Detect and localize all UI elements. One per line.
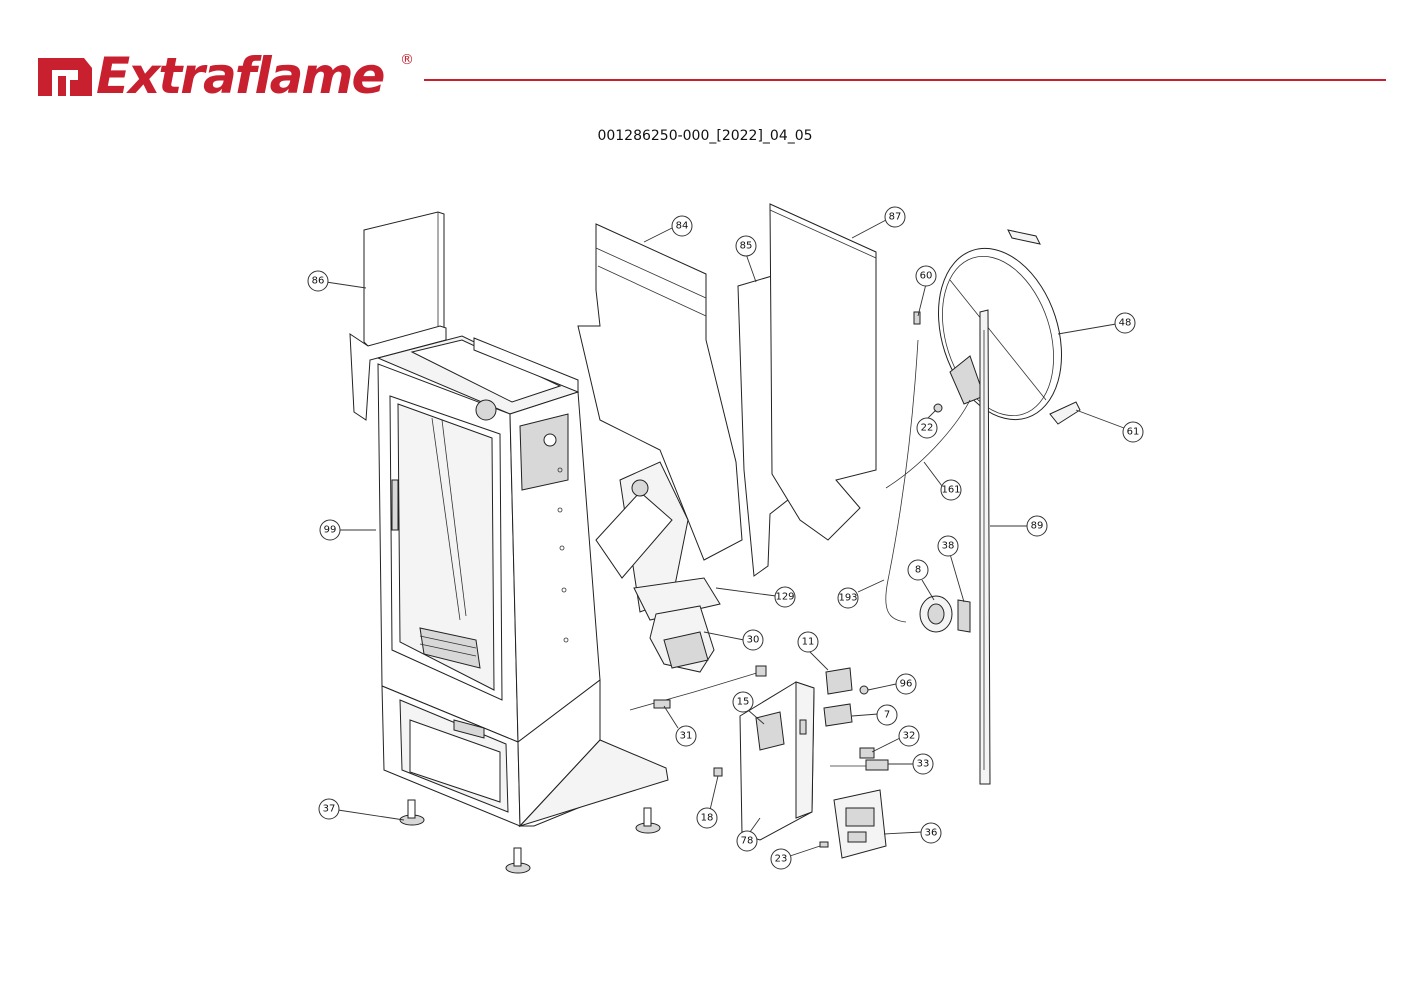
extraflame-logo: Extraflame ®	[34, 47, 424, 106]
svg-text:61: 61	[1127, 427, 1140, 438]
part-31-cable	[629, 665, 767, 711]
callout-89: 89	[1026, 515, 1048, 537]
svg-text:84: 84	[676, 221, 689, 232]
svg-text:37: 37	[323, 804, 336, 815]
part-86-panel	[349, 211, 447, 421]
callout-11: 11	[797, 631, 819, 653]
svg-text:7: 7	[884, 710, 890, 721]
part-30-gear-motor	[649, 605, 715, 673]
svg-text:18: 18	[701, 813, 714, 824]
svg-text:8: 8	[915, 565, 921, 576]
svg-text:30: 30	[747, 635, 760, 646]
callout-48: 48	[1114, 312, 1136, 334]
callout-84: 84	[671, 215, 693, 237]
part-23	[819, 841, 829, 848]
header-divider	[424, 79, 1386, 81]
part-37-adjustable-feet	[399, 799, 661, 874]
svg-text:22: 22	[921, 423, 934, 434]
part-36-control-board	[833, 789, 887, 859]
callout-60: 60	[915, 265, 937, 287]
callout-38: 38	[937, 535, 959, 557]
part-87-panel	[769, 203, 877, 541]
svg-text:48: 48	[1119, 318, 1132, 329]
svg-text:99: 99	[324, 525, 337, 536]
callout-61: 61	[1122, 421, 1144, 443]
callout-129: 129	[774, 586, 796, 608]
svg-text:60: 60	[920, 271, 933, 282]
callout-37: 37	[318, 798, 340, 820]
callout-193: 193	[837, 587, 859, 609]
registered-mark: ®	[400, 52, 414, 68]
part-32-33-components	[830, 747, 889, 771]
svg-text:89: 89	[1031, 521, 1044, 532]
svg-text:85: 85	[740, 241, 753, 252]
svg-text:87: 87	[889, 212, 902, 223]
part-129-auger-tube	[595, 461, 721, 621]
svg-text:38: 38	[942, 541, 955, 552]
svg-text:161: 161	[941, 485, 960, 496]
part-48-fan	[937, 229, 1081, 425]
svg-text:129: 129	[775, 592, 794, 603]
callout-87: 87	[884, 206, 906, 228]
part-8-pressure-switch	[919, 595, 971, 633]
callout-15: 15	[732, 691, 754, 713]
callout-32: 32	[898, 725, 920, 747]
svg-text:78: 78	[741, 836, 754, 847]
callout-31: 31	[675, 725, 697, 747]
brand-name: Extraflame	[96, 47, 385, 105]
callout-7: 7	[876, 704, 898, 726]
svg-text:15: 15	[737, 697, 750, 708]
callout-86: 86	[307, 270, 329, 292]
svg-text:31: 31	[680, 731, 693, 742]
callout-8: 8	[907, 559, 929, 581]
part-84-hopper-panel	[473, 223, 743, 561]
svg-text:11: 11	[802, 637, 815, 648]
callout-99: 99	[319, 519, 341, 541]
callout-85: 85	[735, 235, 757, 257]
part-99-stove-body	[376, 335, 669, 828]
callout-78: 78	[736, 830, 758, 852]
svg-text:96: 96	[900, 679, 913, 690]
callout-161: 161	[940, 479, 962, 501]
svg-text:36: 36	[925, 828, 938, 839]
callout-18: 18	[696, 807, 718, 829]
svg-text:86: 86	[312, 276, 325, 287]
callout-33: 33	[912, 753, 934, 775]
callout-22: 22	[916, 417, 938, 439]
leader-lines	[325, 219, 1125, 857]
svg-text:23: 23	[775, 854, 788, 865]
callout-36: 36	[920, 822, 942, 844]
callout-30: 30	[742, 629, 764, 651]
part-18	[713, 767, 723, 777]
part-89-rail	[979, 309, 991, 785]
flame-logo-icon	[38, 58, 92, 96]
callout-96: 96	[895, 673, 917, 695]
part-11-7-switches	[823, 667, 869, 727]
callout-23: 23	[770, 848, 792, 870]
svg-text:193: 193	[838, 593, 857, 604]
svg-text:33: 33	[917, 759, 930, 770]
document-code: 001286250-000_[2022]_04_05	[597, 128, 813, 144]
svg-text:32: 32	[903, 731, 916, 742]
